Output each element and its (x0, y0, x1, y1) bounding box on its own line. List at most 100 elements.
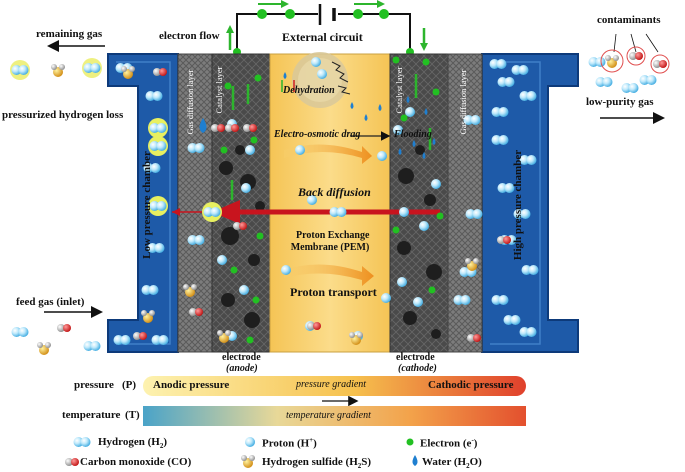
hydrogen-molecule (498, 107, 509, 117)
hydrogen-loss-molecule (156, 123, 167, 133)
pressure-label: pressure (74, 379, 114, 391)
hydrogen-molecule (472, 209, 483, 219)
legend-h2s-formula-a: H (349, 456, 358, 468)
co-molecule (159, 68, 167, 76)
co-molecule (71, 458, 79, 466)
proton (281, 265, 291, 275)
hydrogen-molecule (463, 115, 474, 125)
proton (419, 221, 429, 231)
hydrogen-molecule (73, 437, 84, 447)
hydrogen-molecule (453, 295, 464, 305)
proton (397, 277, 407, 287)
catalyst-anode-label: Catalyst layer (214, 66, 224, 113)
proton (399, 207, 409, 217)
h2s-molecule (51, 64, 57, 70)
co-molecule (243, 124, 251, 132)
hydrogen-molecule (519, 327, 530, 337)
proton (413, 297, 423, 307)
electron (392, 56, 400, 64)
proton (393, 125, 403, 135)
catalyst-particles (219, 145, 442, 339)
hydrogen-molecule (519, 155, 530, 165)
hydrogen-loss-molecule (156, 201, 167, 211)
legend-h2s: Hydrogen sulfide (H2S) (262, 456, 372, 471)
electro-osmotic-drag-arrow (284, 144, 372, 164)
high-pressure-chamber (481, 53, 579, 353)
hydrogen-molecule (158, 335, 169, 345)
molecules (10, 52, 667, 468)
hydrogen-molecule (511, 65, 522, 75)
proton (317, 69, 327, 79)
temperature-gradient-bar (143, 406, 526, 426)
hydrogen-molecule (503, 315, 514, 325)
co-molecule (153, 68, 161, 76)
co-molecule (239, 222, 247, 230)
low-pressure-chamber-label: Low pressure chamber (141, 151, 153, 259)
proton (241, 183, 251, 193)
hydrogen-molecule (595, 57, 606, 67)
legend-h2s-text: Hydrogen sulfide (262, 456, 343, 468)
proton (311, 57, 321, 67)
hydrogen-molecule (141, 285, 152, 295)
legend-proton-sup: + (309, 436, 314, 444)
anode-label: (anode) (226, 363, 258, 374)
hydrogen-molecule (595, 77, 606, 87)
hydrogen-molecule (90, 63, 101, 73)
h2s-molecule (605, 55, 611, 61)
electron (250, 136, 258, 144)
catalyst-electron-arrows (230, 74, 432, 200)
h2s-molecule (37, 342, 43, 348)
hydrogen-molecule (11, 327, 22, 337)
electron-dot (379, 9, 389, 19)
external-circuit-label: External circuit (282, 30, 363, 44)
hydrogen-molecule (602, 77, 613, 87)
electron (392, 226, 400, 234)
feed-gas-label: feed gas (inlet) (16, 296, 85, 308)
legend-water-formula-a: H (457, 456, 467, 468)
electron-dot (353, 9, 363, 19)
proton (245, 437, 255, 447)
hydrogen-molecule (519, 91, 530, 101)
h2s-molecule (183, 284, 189, 290)
h2s-molecule (465, 258, 471, 264)
hydrogen-molecule (151, 335, 162, 345)
hydrogen-loss-molecule (149, 123, 160, 133)
legend-hydrogen-text: Hydrogen (98, 436, 145, 448)
hydrogen-molecule (148, 285, 159, 295)
hydrogen-molecule (528, 265, 539, 275)
co-molecule (233, 222, 241, 230)
pressure-symbol: (P) (122, 379, 137, 391)
co-molecule (497, 236, 505, 244)
back-diffusion-label: Back diffusion (298, 185, 371, 199)
co-molecule (217, 124, 225, 132)
contaminant-pointer (645, 33, 659, 53)
electron (224, 82, 232, 90)
legend-co-text: Carbon monoxide (80, 456, 165, 468)
co-molecule (473, 334, 481, 342)
proton (377, 151, 387, 161)
h2s-molecule (357, 332, 363, 338)
h2s-molecule (191, 284, 197, 290)
legend-proton: Proton (H+) (262, 436, 317, 450)
co-molecule (467, 334, 475, 342)
hydrogen-molecule (459, 267, 470, 277)
electron (254, 74, 262, 82)
co-molecule (189, 308, 197, 316)
legend-electron-sup: - (471, 436, 474, 444)
hydrogen-molecule (187, 235, 198, 245)
co-molecule (653, 60, 661, 68)
gdl-anode-label: Gas diffusion layer (185, 69, 195, 134)
catalyst-cathode-label: Catalyst layer (394, 66, 404, 113)
pressure-gradient-label: pressure gradient (296, 379, 367, 390)
hydrogen-molecule (510, 315, 521, 325)
legend-proton-text: Proton (262, 437, 295, 450)
hydrogen-molecule (526, 91, 537, 101)
h2s-molecule (59, 64, 65, 70)
h2s-molecule (45, 342, 51, 348)
electron (400, 114, 408, 122)
co-molecule (635, 52, 643, 60)
hydrogen-molecule (646, 75, 657, 85)
hydrogen-molecule (154, 243, 165, 253)
legend-co-formula: CO (171, 456, 188, 468)
